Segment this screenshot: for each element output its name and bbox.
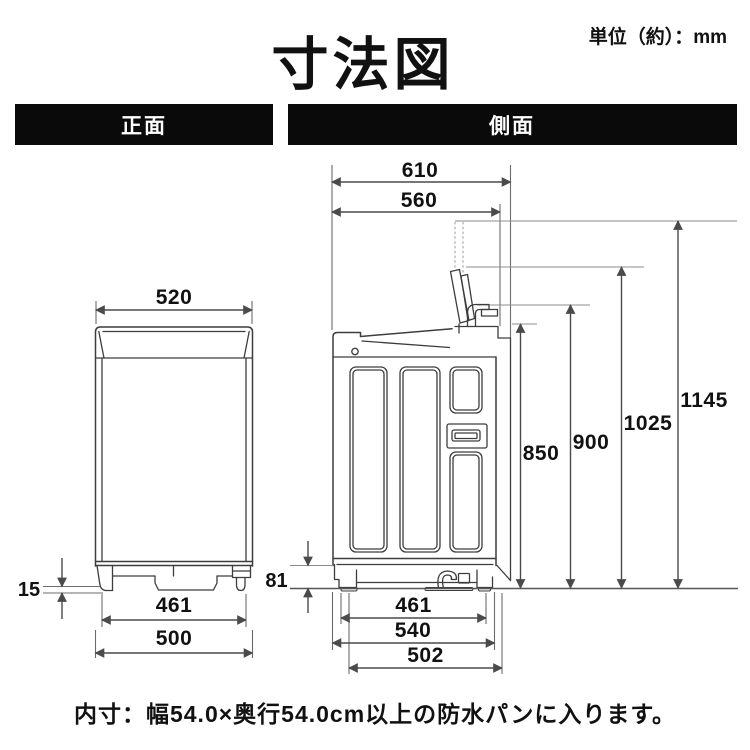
side-dim-hose-height: 900 — [573, 431, 610, 454]
side-dim-base-depth: 502 — [407, 644, 444, 667]
side-dim-lid-open-height: 1145 — [680, 389, 728, 412]
side-dim-body-depth: 560 — [401, 189, 438, 212]
side-section-header: 側面 — [288, 104, 737, 145]
side-dim-foot-span: 461 — [395, 594, 432, 617]
footer-note: 内寸：幅54.0×奥行54.0cm以上の防水パンに入ります。 — [74, 701, 676, 727]
front-section-label: 正面 — [121, 115, 167, 138]
front-dim-base-clearance: 15 — [18, 579, 40, 601]
side-dim-floor-depth: 540 — [395, 619, 432, 642]
side-view-drawing: 610 560 — [265, 159, 738, 674]
unit-note: 単位（約）：mm — [589, 25, 727, 48]
front-dim-foot-span: 461 — [156, 594, 193, 617]
side-dim-body-height: 850 — [523, 442, 560, 465]
side-dim-base-height: 81 — [265, 570, 287, 592]
front-dim-body-width: 500 — [156, 627, 193, 650]
front-header-bar — [15, 104, 273, 145]
front-view-drawing: 520 15 461 500 — [18, 286, 254, 658]
side-section-label: 側面 — [488, 115, 535, 138]
side-dim-depth-with-lid: 610 — [402, 159, 439, 182]
side-header-bar — [288, 104, 737, 145]
front-section-header: 正面 — [15, 104, 273, 145]
page-title: 寸法図 — [272, 33, 455, 97]
side-dim-lid-mid-height: 1025 — [624, 412, 673, 435]
front-dim-top-width: 520 — [156, 286, 193, 309]
